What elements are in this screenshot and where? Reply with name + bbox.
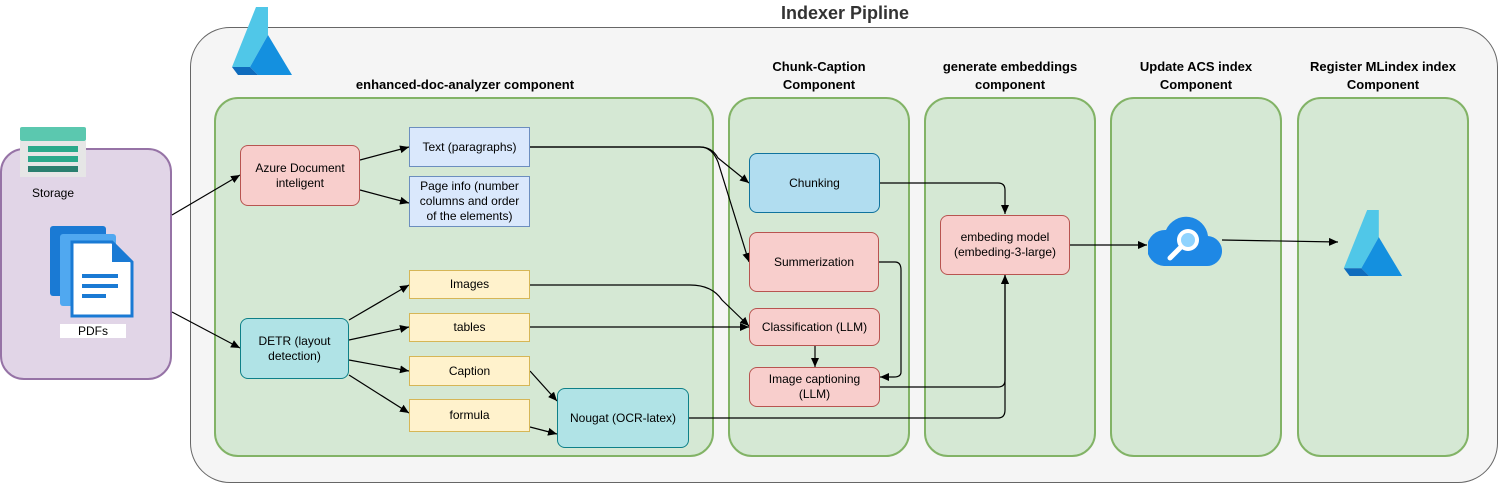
edge-detr-caption (348, 359, 410, 374)
edge-azure-pageinfo (359, 189, 410, 205)
edge-detr-images (348, 284, 410, 321)
edge-images-classification (530, 284, 750, 327)
text-paragraphs-node[interactable]: Text (paragraphs) (409, 127, 530, 167)
nougat-ocr-latex-node[interactable]: Nougat (OCR-latex) (557, 388, 689, 448)
edge-captioning-embedding (880, 275, 1009, 388)
tables-node[interactable]: tables (409, 313, 530, 342)
storage-icon (20, 127, 86, 177)
edge-storage-azure (171, 174, 241, 216)
update-acs-index-title: Update ACS index Component (1139, 59, 1253, 92)
edge-formula-nougat (529, 426, 558, 436)
classification-node[interactable]: Classification (LLM) (749, 308, 880, 346)
register-mlindex-title: Register MLindex index Component (1310, 59, 1456, 92)
register-mlindex-component (1297, 97, 1469, 457)
edge-text-summerization (530, 146, 751, 263)
chunk-caption-title: Chunk-Caption Component (772, 59, 866, 92)
pipeline-title: Indexer Pipline (780, 3, 910, 23)
summerization-node[interactable]: Summerization (749, 232, 879, 292)
edge-caption-nougat (529, 370, 558, 402)
cognitive-search-icon[interactable] (1148, 212, 1222, 268)
edge-detr-tables (348, 324, 410, 341)
images-node[interactable]: Images (409, 270, 530, 299)
azure-document-intelligence-node[interactable]: Azure Document inteligent (240, 145, 360, 206)
caption-node[interactable]: Caption (409, 356, 530, 386)
edge-azure-text (359, 145, 410, 161)
azure-ml-icon (232, 7, 292, 75)
edge-summerization-captioning (879, 261, 902, 381)
generate-embeddings-component (924, 97, 1096, 457)
edge-nougat-embedding (689, 275, 1009, 419)
edge-detr-formula (348, 374, 410, 414)
edge-search-register (1221, 237, 1339, 246)
embedding-model-node[interactable]: embeding model (embeding-3-large) (940, 215, 1070, 275)
formula-node[interactable]: formula (409, 399, 530, 432)
enhanced-doc-analyzer-title: enhanced-doc-analyzer component (355, 77, 575, 92)
edge-text-chunking (530, 146, 750, 184)
pdfs-label: PDFs (60, 324, 126, 338)
generate-embeddings-title: generate embeddings component (942, 59, 1078, 92)
page-info-node[interactable]: Page info (number columns and order of t… (409, 176, 530, 227)
update-acs-index-component (1110, 97, 1282, 457)
detr-layout-detection-node[interactable]: DETR (layout detection) (240, 318, 349, 379)
chunking-node[interactable]: Chunking (749, 153, 880, 213)
azure-ml-register-icon (1343, 209, 1403, 277)
edge-chunking-embedding (880, 182, 1009, 214)
edge-storage-detr (171, 311, 241, 349)
image-captioning-node[interactable]: Image captioning (LLM) (749, 367, 880, 407)
storage-label: Storage (31, 186, 75, 200)
pdf-documents-icon (50, 226, 134, 318)
